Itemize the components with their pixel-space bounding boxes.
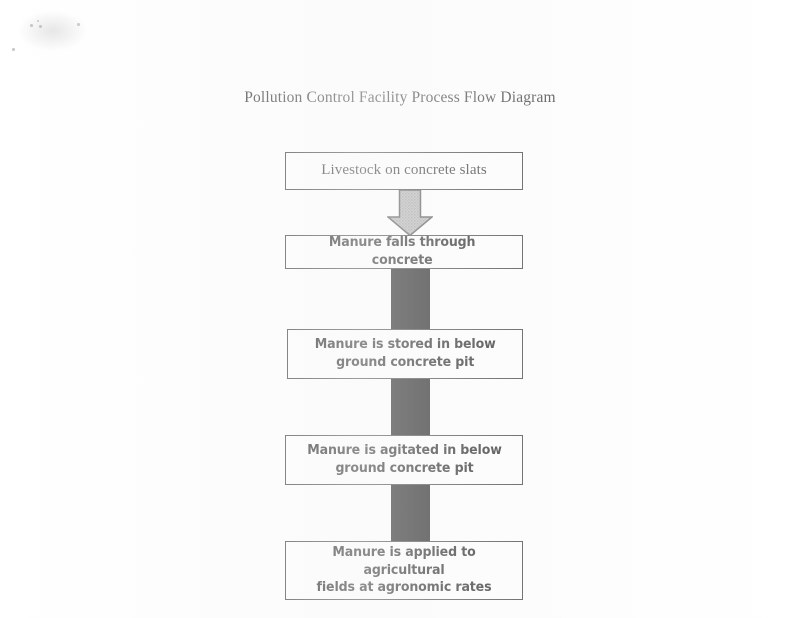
scan-speck	[12, 48, 15, 51]
process-box-manure-stored: Manure is stored in below ground concret…	[287, 329, 523, 379]
connector-bar	[391, 379, 430, 436]
process-box-manure-applied: Manure is applied to agricultural fields…	[285, 541, 523, 600]
scan-speck	[30, 24, 33, 27]
scan-speck	[37, 20, 39, 22]
process-box-livestock: Livestock on concrete slats	[285, 152, 523, 190]
process-box-line: fields at agronomic rates	[316, 580, 492, 596]
process-box-line: Manure is applied to agricultural	[332, 544, 476, 578]
diagram-title: Pollution Control Facility Process Flow …	[244, 89, 556, 106]
process-box-line: ground concrete pit	[334, 461, 474, 476]
connector-bar	[391, 269, 430, 330]
process-box-label: Manure is stored in below ground concret…	[307, 336, 503, 371]
scan-speck	[39, 25, 42, 28]
process-box-manure-agitated: Manure is agitated in below ground concr…	[285, 435, 523, 485]
process-box-label: Manure is applied to agricultural fields…	[293, 544, 515, 597]
process-box-line: ground concrete pit	[335, 355, 475, 370]
process-box-label: Livestock on concrete slats	[321, 162, 487, 179]
process-box-line: Manure is stored in below	[314, 337, 496, 353]
scan-smudge	[18, 10, 88, 52]
process-box-label: Manure is agitated in below ground concr…	[299, 442, 509, 477]
process-box-manure-falls: Manure falls through concrete	[285, 235, 523, 269]
scan-speck	[77, 23, 80, 26]
process-box-line: Manure is agitated in below	[306, 443, 502, 459]
process-box-label: Manure falls through concrete	[328, 235, 476, 268]
connector-bar	[391, 485, 430, 542]
block-arrow-down-icon	[387, 190, 433, 236]
